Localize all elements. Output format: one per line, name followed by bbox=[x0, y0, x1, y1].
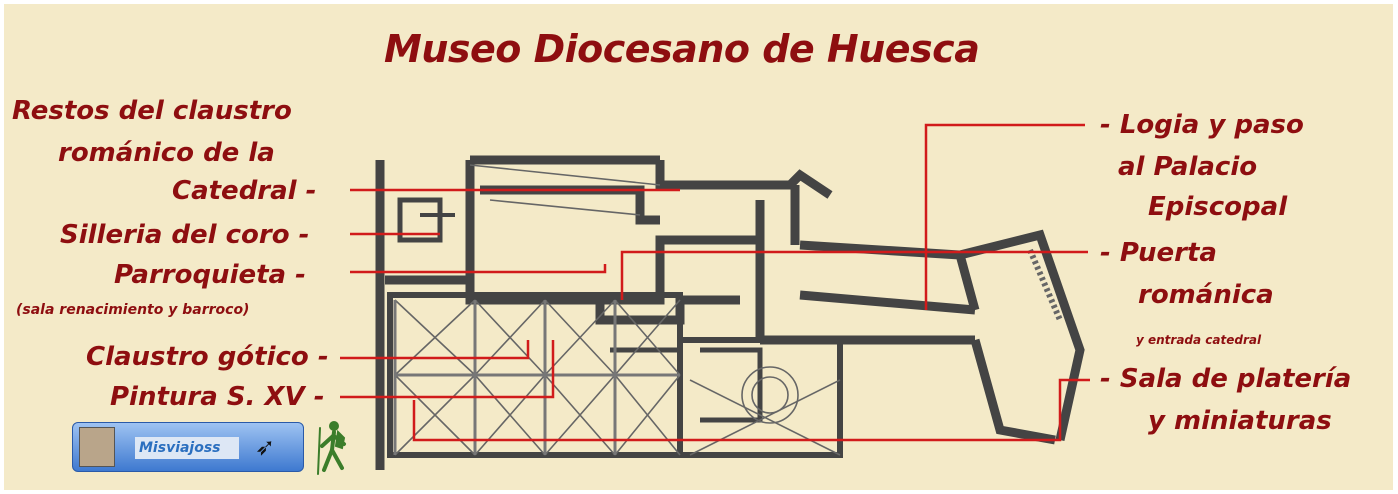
label-claustro-gotico: Claustro gótico - bbox=[86, 342, 329, 372]
label-parroquieta: Parroquieta - bbox=[114, 260, 306, 290]
label-pintura: Pintura S. XV - bbox=[110, 382, 325, 412]
label-restos-line2: románico de la bbox=[58, 138, 275, 168]
museum-map-board bbox=[4, 4, 1393, 490]
badge-name: Misviajoss bbox=[135, 437, 239, 459]
leader-lines bbox=[340, 123, 1090, 442]
leader-plateria bbox=[412, 378, 1090, 442]
label-plateria-line1: - Sala de platería bbox=[1100, 364, 1352, 394]
label-restos-line1: Restos del claustro bbox=[12, 96, 292, 126]
avatar-photo bbox=[79, 427, 115, 467]
label-puerta-line2: románica bbox=[1138, 280, 1274, 310]
leader-pintura bbox=[340, 340, 555, 399]
label-puerta-line1: - Puerta bbox=[1100, 238, 1217, 268]
label-catedral: Catedral - bbox=[172, 176, 317, 206]
label-silleria: Silleria del coro - bbox=[60, 220, 310, 250]
leader-parroquieta bbox=[350, 264, 607, 274]
label-sala-renacimiento: (sala renacimiento y barroco) bbox=[16, 302, 250, 318]
hiker-icon bbox=[317, 421, 346, 475]
label-logia-line1: - Logia y paso bbox=[1100, 110, 1304, 140]
label-logia-line3: Episcopal bbox=[1148, 192, 1288, 222]
label-logia-line2: al Palacio bbox=[1118, 152, 1258, 182]
leader-claustro bbox=[340, 340, 530, 360]
bird-icon: ➶ bbox=[255, 433, 276, 461]
leader-logia bbox=[924, 123, 1085, 310]
page-title: Museo Diocesano de Huesca bbox=[384, 27, 980, 71]
plan-vaults bbox=[393, 164, 1063, 456]
label-entrada-catedral: y entrada catedral bbox=[1136, 333, 1262, 347]
label-plateria-line2: y miniaturas bbox=[1148, 406, 1332, 436]
misviajoss-badge[interactable]: Misviajoss ➶ bbox=[72, 422, 304, 472]
plan-walls bbox=[375, 155, 1085, 470]
leader-puerta bbox=[620, 250, 1088, 300]
